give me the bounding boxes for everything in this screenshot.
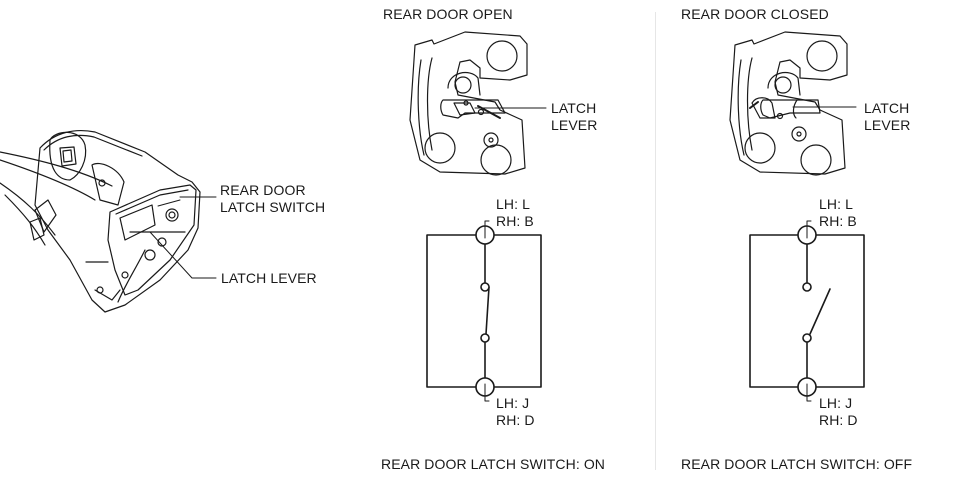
- bottom-terminal-label-closed: LH: J RH: D: [819, 395, 858, 429]
- terminal-lh: LH: J: [819, 395, 853, 411]
- latch-open-drawing: [409, 31, 528, 176]
- latch-lever-label-open: LATCH LEVER: [551, 100, 597, 134]
- lever-leader-line: [149, 231, 217, 279]
- contact-bottom: [480, 333, 490, 343]
- terminal-rh: RH: B: [496, 213, 534, 229]
- terminal-rh: RH: B: [819, 213, 857, 229]
- terminal-rh: RH: D: [819, 412, 858, 428]
- callout-line-1: REAR DOOR: [220, 182, 306, 198]
- terminal-rh: RH: D: [496, 412, 535, 428]
- circuit-loop: [426, 234, 542, 388]
- rear-door-latch-switch-callout: REAR DOOR LATCH SWITCH: [220, 182, 325, 216]
- switch-caption-on: REAR DOOR LATCH SWITCH: ON: [381, 456, 606, 472]
- panel-title-open: REAR DOOR OPEN: [383, 6, 513, 22]
- switch-contact-open: [809, 288, 831, 335]
- latch-lever-callout: LATCH LEVER: [221, 270, 317, 286]
- contact-top: [480, 282, 490, 292]
- latch-assembly-drawing: [0, 129, 201, 313]
- lever-label-line-2: LEVER: [864, 117, 911, 133]
- bottom-terminal-label-open: LH: J RH: D: [496, 395, 535, 429]
- switch-caption-off: REAR DOOR LATCH SWITCH: OFF: [681, 456, 913, 472]
- terminal-lh: LH: J: [496, 395, 530, 411]
- top-terminal-label-closed: LH: L RH: B: [819, 196, 857, 230]
- latch-lever-label-closed: LATCH LEVER: [864, 100, 910, 134]
- switch-schematic-on: [426, 220, 542, 402]
- contact-bottom: [802, 333, 812, 343]
- latch-closed-drawing: [729, 31, 848, 176]
- terminal-lh: LH: L: [819, 196, 853, 212]
- lever-label-line-1: LATCH: [551, 100, 597, 116]
- lever-label-line-1: LATCH: [864, 100, 910, 116]
- callout-line-2: LATCH SWITCH: [220, 199, 326, 215]
- panel-divider: [655, 12, 656, 470]
- switch-contact-closed: [485, 286, 490, 335]
- contact-top: [802, 282, 812, 292]
- switch-schematic-off: [749, 220, 865, 402]
- top-terminal-label-open: LH: L RH: B: [496, 196, 534, 230]
- panel-title-closed: REAR DOOR CLOSED: [681, 6, 829, 22]
- terminal-lh: LH: L: [496, 196, 530, 212]
- lever-label-line-2: LEVER: [551, 117, 598, 133]
